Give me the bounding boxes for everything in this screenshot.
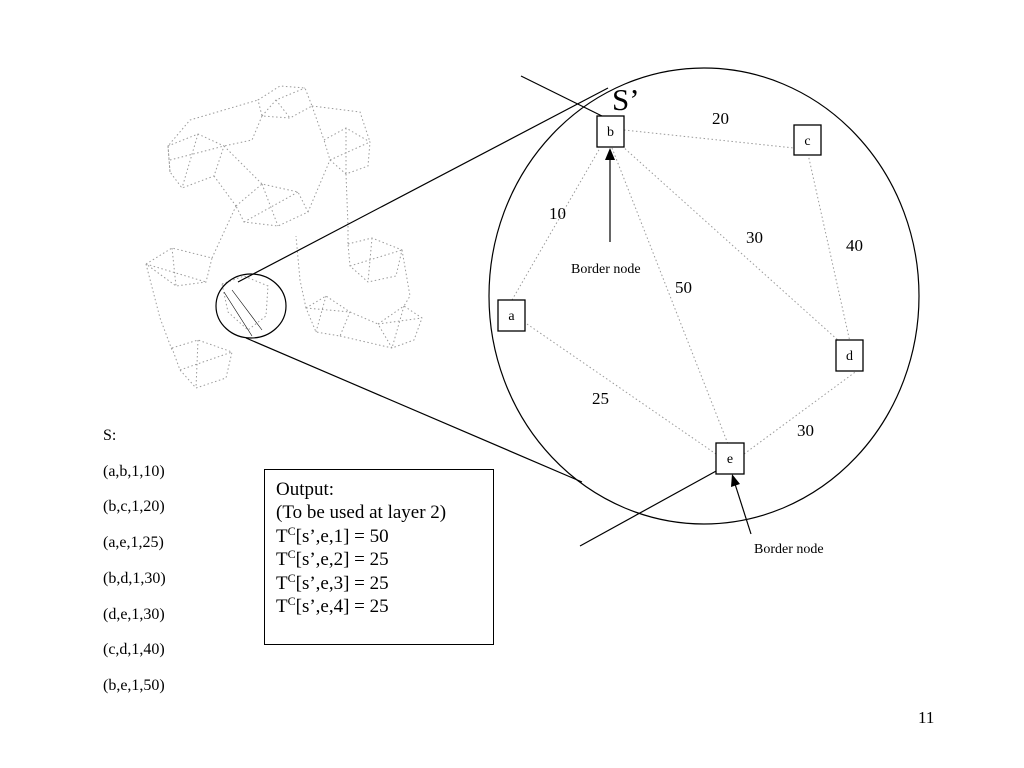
edge-b-c [623, 129, 795, 149]
tuple-item: (a,e,1,25) [103, 534, 164, 552]
edge-weight: 25 [592, 389, 609, 408]
node-c: c [793, 124, 822, 156]
boundary-line-top [520, 75, 607, 119]
background-network [145, 85, 423, 389]
node-label: b [607, 125, 614, 140]
node-label: a [508, 309, 515, 324]
zoom-line-bottom [245, 337, 583, 483]
output-row: TC[s’,e,4] = 25 [276, 594, 389, 618]
output-subtitle: (To be used at layer 2) [276, 502, 447, 524]
edge-weight: 10 [549, 204, 566, 223]
node-b: b [596, 115, 625, 148]
tuple-item: (b,c,1,20) [103, 498, 165, 516]
edge-b-e [611, 147, 729, 445]
output-box: Output: (To be used at layer 2) TC[s’,e,… [264, 469, 494, 645]
edge-d-e [743, 369, 859, 455]
border-node-arrow-e [731, 474, 752, 535]
boundary-line-bottom [579, 469, 719, 547]
output-title: Output: [276, 479, 335, 500]
edge-b-d [621, 145, 841, 343]
edge-weight: 40 [846, 236, 863, 255]
edge-weight: 50 [675, 278, 692, 297]
tuple-list-title: S: [103, 427, 117, 444]
node-a: a [497, 299, 526, 332]
page-number: 11 [918, 708, 935, 727]
edge-weight: 30 [797, 421, 814, 440]
node-d: d [835, 339, 864, 372]
node-label: e [727, 452, 733, 467]
tuple-item: (c,d,1,40) [103, 641, 165, 659]
tuple-item: (a,b,1,10) [103, 462, 165, 480]
output-row: TC[s’,e,1] = 50 [276, 523, 389, 547]
border-node-label: Border node [571, 262, 641, 277]
node-label: d [846, 349, 853, 364]
output-row: TC[s’,e,3] = 25 [276, 570, 389, 594]
node-e: e [715, 442, 745, 475]
node-label: c [804, 134, 810, 149]
zoom-line-top [237, 87, 609, 283]
tuple-item: (b,d,1,30) [103, 569, 166, 587]
edge-c-d [807, 153, 851, 343]
graph-edges [511, 129, 859, 455]
subgraph-label: S’ [612, 82, 640, 117]
border-node-arrow-b [605, 148, 615, 242]
tuple-item: (b,e,1,50) [103, 676, 165, 694]
tuple-list: S: (a,b,1,10) (b,c,1,20) (a,e,1,25) (b,d… [103, 418, 166, 704]
border-node-label: Border node [754, 542, 824, 557]
tuple-item: (d,e,1,30) [103, 605, 165, 623]
zoom-source-circle [215, 273, 287, 339]
edge-weight: 20 [712, 109, 729, 128]
output-row: TC[s’,e,2] = 25 [276, 547, 389, 571]
edge-weight: 30 [746, 228, 763, 247]
edge-a-b [511, 147, 601, 301]
edge-a-e [526, 323, 717, 455]
subgraph-circle [488, 67, 920, 525]
